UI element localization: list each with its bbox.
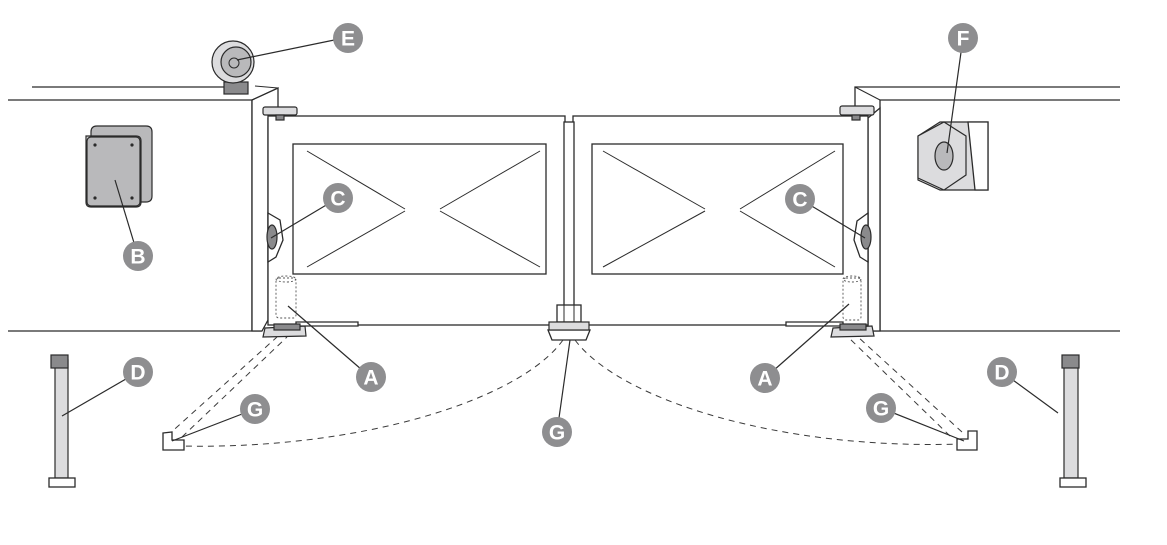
right-ground-stop (847, 336, 978, 451)
center-post (547, 121, 591, 341)
callout-b-label: B (130, 246, 145, 269)
left-gate-leaf (262, 106, 566, 326)
control-box (85, 125, 153, 208)
callout-g-right-label: G (873, 398, 889, 421)
right-arm-motor (785, 275, 875, 338)
callout-c-right-label: C (792, 189, 807, 212)
right-column-photocell (1059, 354, 1087, 488)
left-column-photocell (48, 354, 76, 488)
callout-c-left: C (323, 183, 353, 213)
callout-g-left: G (240, 394, 270, 424)
callout-e-label: E (341, 28, 355, 51)
center-ground-stop (179, 339, 961, 447)
callout-f: F (948, 23, 978, 53)
right-photocell (853, 211, 872, 264)
callout-a-right-label: A (757, 368, 772, 391)
callout-d-left: D (123, 357, 153, 387)
callout-b: B (123, 241, 153, 271)
callout-g-center: G (542, 417, 572, 447)
left-arm-motor (262, 275, 359, 338)
callout-d-right: D (987, 357, 1017, 387)
left-wall (8, 85, 279, 332)
key-selector (917, 121, 989, 191)
callout-f-label: F (957, 28, 970, 51)
left-ground-stop (162, 336, 288, 451)
callout-g-left-label: G (247, 399, 263, 422)
callout-e: E (333, 23, 363, 53)
callout-a-right: A (750, 363, 780, 393)
callout-a-left: A (356, 362, 386, 392)
callout-g-center-label: G (549, 422, 565, 445)
callout-d-right-label: D (994, 362, 1009, 385)
callout-c-right: C (785, 184, 815, 214)
callout-a-left-label: A (363, 367, 378, 390)
left-photocell (266, 211, 284, 264)
right-wall (854, 86, 1120, 332)
right-gate-leaf (572, 105, 875, 326)
flashing-light (211, 40, 255, 95)
callout-d-left-label: D (130, 362, 145, 385)
callout-g-right: G (866, 393, 896, 423)
callout-c-left-label: C (330, 188, 345, 211)
